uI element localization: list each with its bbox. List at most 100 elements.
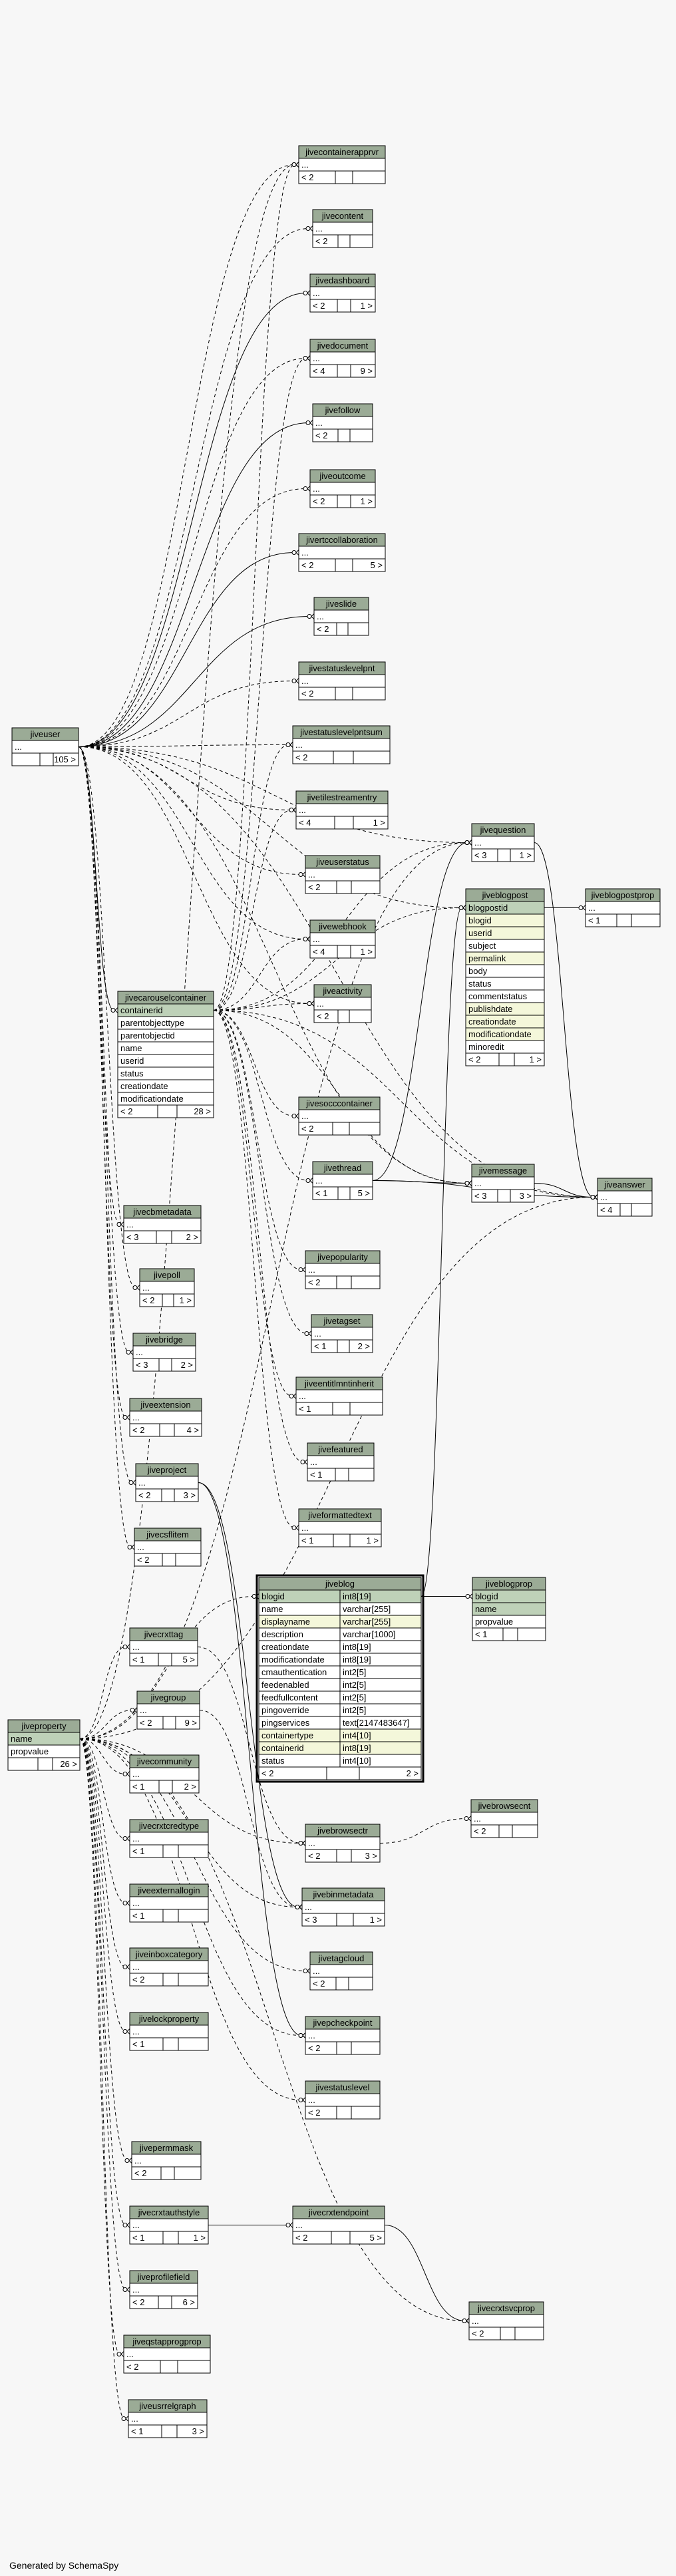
- table-jivesocccontainer: jivesocccontainer...< 2: [298, 1096, 381, 1136]
- relationship-edge: [78, 746, 594, 1198]
- relationship-edge: [79, 842, 468, 1739]
- column-name: ...: [472, 2316, 479, 2326]
- crowfoot-mark: [302, 2032, 306, 2036]
- column-name: ...: [588, 903, 595, 913]
- parent-count: < 2: [132, 1975, 144, 1985]
- table-jivebrowsecnt: jivebrowsecnt...< 2: [470, 1799, 538, 1838]
- parent-count: < 1: [301, 1535, 313, 1545]
- parent-count: < 1: [132, 2233, 144, 2243]
- crowfoot-mark: [295, 681, 299, 684]
- child-count: 1 >: [180, 1295, 192, 1305]
- crowfoot-mark: [293, 810, 297, 813]
- column-name: ...: [301, 548, 309, 558]
- parent-count: < 4: [299, 818, 311, 828]
- crowfoot-mark: [462, 905, 466, 908]
- crowfoot-mark: [126, 1838, 130, 1842]
- table-jivecrxtcredtype: jivecrxtcredtype...< 1: [129, 1819, 209, 1858]
- relationship-edge: [79, 1738, 126, 2290]
- crowfoot-mark: [126, 1836, 130, 1839]
- table-title: jiveanswer: [603, 1180, 645, 1190]
- table-title: jiveuserstatus: [315, 857, 369, 867]
- column-type: int2[5]: [343, 1705, 366, 1715]
- table-jivestatuslevelpnt: jivestatuslevelpnt...< 2: [298, 661, 386, 701]
- crowfoot-mark: [309, 420, 313, 423]
- relationship-edge: [78, 746, 302, 875]
- column-name: ...: [295, 2220, 303, 2230]
- child-count: 2 >: [358, 1341, 370, 1351]
- column-name: ...: [308, 2030, 315, 2040]
- relationship-edge: [213, 1010, 594, 1198]
- column-name: status: [120, 1068, 144, 1078]
- edge-endpoint: [122, 1901, 128, 1905]
- crowfoot-mark: [126, 2028, 130, 2032]
- relationship-edge: [79, 1738, 128, 2161]
- parent-count: < 1: [310, 1470, 322, 1480]
- column-name: ...: [313, 288, 320, 298]
- table-title: jivetilestreamentry: [307, 792, 377, 802]
- child-count: 1 >: [520, 850, 532, 860]
- edge-endpoint: [305, 1178, 311, 1183]
- relationship-edge: [79, 1738, 125, 2419]
- parent-count: < 2: [301, 560, 313, 570]
- table-jiveslide: jiveslide...< 2: [313, 597, 369, 636]
- crowfoot-mark: [126, 1903, 130, 1906]
- crowfoot-mark: [289, 2222, 293, 2225]
- table-title: jivetagcloud: [318, 1953, 365, 1963]
- crowfoot-mark: [302, 1840, 306, 1844]
- table-jivestatuslevel: jivestatuslevel...< 2: [305, 2080, 381, 2120]
- parent-count: < 2: [313, 301, 325, 311]
- parent-count: < 2: [315, 236, 327, 246]
- parent-count: < 2: [126, 2362, 138, 2372]
- column-name: status: [468, 979, 492, 989]
- relationship-edge: [78, 616, 311, 747]
- footer-credit: Generated by SchemaSpy: [9, 2560, 119, 2571]
- table-title: jivemessage: [478, 1166, 527, 1176]
- table-jivefeatured: jivefeatured...< 1: [307, 1442, 375, 1482]
- column-name: ...: [132, 2220, 140, 2230]
- edge-endpoint: [116, 2352, 122, 2356]
- relationship-edge: [79, 1647, 126, 1739]
- edge-endpoint: [578, 905, 584, 910]
- edge-endpoint: [295, 1905, 300, 1909]
- table-jivecsflitem: jivecsflitem...< 2: [134, 1528, 202, 1567]
- relationship-edge: [198, 1482, 299, 1907]
- table-jivestatuslevelpntsum: jivestatuslevelpntsum...< 2: [292, 725, 391, 764]
- column-name: containertype: [261, 1730, 313, 1740]
- table-jivepcheckpoint: jivepcheckpoint...< 2: [305, 2016, 381, 2055]
- crowfoot-mark: [304, 1462, 308, 1465]
- child-count: 1 >: [361, 947, 373, 957]
- edge-endpoint: [121, 2416, 126, 2421]
- parent-count: < 1: [132, 1655, 144, 1665]
- column-name: ...: [132, 2285, 140, 2295]
- table-title: jiveactivity: [322, 986, 363, 996]
- column-name: ...: [131, 2414, 138, 2424]
- table-title: jivethread: [323, 1163, 361, 1173]
- relationship-edge: [197, 1647, 302, 1844]
- edge-endpoint: [464, 840, 470, 845]
- parent-count: < 2: [295, 752, 307, 762]
- column-type: varchar[1000]: [343, 1629, 396, 1639]
- column-name: propvalue: [475, 1617, 513, 1627]
- relationship-edge: [79, 1710, 134, 1739]
- column-name: ...: [137, 1542, 144, 1552]
- column-name: userid: [468, 928, 492, 938]
- column-name: blogid: [261, 1591, 285, 1601]
- table-title: jivepermmask: [139, 2143, 194, 2153]
- edge-endpoint: [298, 1841, 303, 1846]
- child-count: 1 >: [370, 1915, 382, 1925]
- crowfoot-mark: [126, 1644, 130, 1647]
- relationship-edge: [78, 746, 132, 1483]
- crowfoot-mark: [295, 550, 299, 553]
- child-count: 5 >: [183, 1655, 195, 1665]
- crowfoot-mark: [311, 616, 315, 619]
- column-name: ...: [301, 160, 309, 170]
- crowfoot-mark: [126, 2225, 130, 2228]
- crowfoot-mark: [126, 2222, 130, 2225]
- column-name: blogid: [468, 915, 492, 925]
- table-title: jivertccollaboration: [305, 535, 378, 545]
